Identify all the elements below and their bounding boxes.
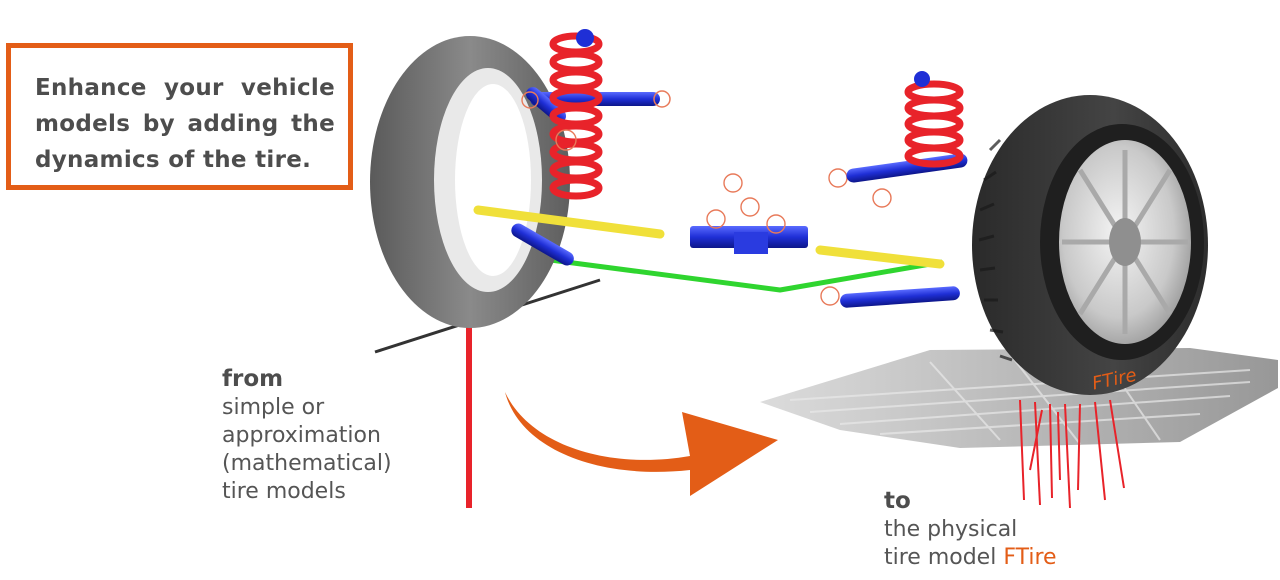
wheel-icon: [370, 36, 570, 328]
force-vector-left: [466, 322, 472, 508]
ftire-wheel: FTire: [972, 95, 1208, 395]
to-section: to the physical tire model FTire: [884, 486, 1057, 572]
from-heading: from: [222, 366, 284, 392]
curved-arrow-icon: [505, 392, 778, 496]
from-section: from simple or approximation (mathematic…: [222, 364, 392, 506]
from-line-4: tire models: [222, 479, 346, 504]
to-line-2: tire model FTire: [884, 544, 1057, 572]
to-line-2-prefix: tire model: [884, 545, 1004, 570]
from-line-2: approximation: [222, 423, 381, 448]
to-heading: to: [884, 488, 911, 514]
force-vectors-right: [1019, 399, 1125, 509]
from-line-3: (mathematical): [222, 451, 392, 476]
from-line-1: simple or: [222, 395, 325, 420]
tie-rods: [473, 205, 945, 269]
callout-box: Enhance your vehicle models by adding th…: [6, 43, 353, 190]
control-arm-left-lower: [511, 223, 574, 266]
coil-spring-icon: [549, 32, 603, 200]
to-line-1: the physical: [884, 517, 1018, 542]
ftire-highlight: FTire: [1003, 545, 1057, 570]
callout-text: Enhance your vehicle models by adding th…: [35, 75, 335, 173]
control-arm-right: [840, 153, 968, 308]
coil-spring-right: [904, 80, 964, 168]
steering-rack: [690, 226, 808, 254]
